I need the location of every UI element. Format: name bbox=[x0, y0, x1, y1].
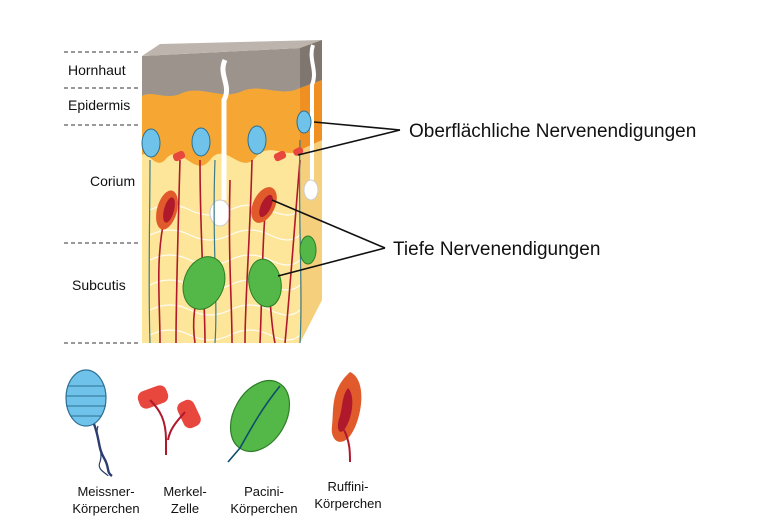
legend-merkel-line1: Merkel- bbox=[163, 484, 206, 499]
ruffini-corpuscles bbox=[156, 187, 277, 230]
callout-superficial: Oberflächliche Nervenendigungen bbox=[409, 121, 696, 142]
callout-deep: Tiefe Nervenendigungen bbox=[393, 239, 600, 260]
legend-meissner-icon bbox=[65, 369, 113, 477]
label-corium: Corium bbox=[90, 173, 135, 189]
meissner-corpuscles bbox=[141, 110, 312, 158]
legend-ruffini-line2: Körperchen bbox=[314, 496, 381, 511]
legend-pacini-line2: Körperchen bbox=[230, 501, 297, 516]
hornhaut-top bbox=[142, 40, 322, 56]
legend-merkel-line2: Zelle bbox=[171, 501, 199, 516]
legend-meissner-line2: Körperchen bbox=[72, 501, 139, 516]
corium-layer bbox=[142, 125, 300, 343]
label-subcutis: Subcutis bbox=[72, 277, 126, 293]
skin-cross-section bbox=[141, 40, 322, 344]
legend-pacini-icon bbox=[227, 380, 291, 463]
legend-labels: Meissner- Körperchen Merkel- Zelle Pacin… bbox=[72, 479, 381, 516]
hair-shaft-1 bbox=[220, 58, 230, 200]
hair-bulb-2 bbox=[303, 179, 319, 201]
label-epidermis: Epidermis bbox=[68, 97, 130, 113]
legend-pacini-line1: Pacini- bbox=[244, 484, 284, 499]
legend-merkel-icon bbox=[137, 385, 201, 455]
legend-ruffini-line1: Ruffini- bbox=[328, 479, 369, 494]
label-hornhaut: Hornhaut bbox=[68, 62, 126, 78]
legend-ruffini-icon bbox=[331, 372, 362, 463]
hair-shaft-2 bbox=[309, 44, 316, 180]
pacini-corpuscles bbox=[182, 235, 317, 310]
hair-bulb-1 bbox=[209, 199, 231, 227]
legend-meissner-line1: Meissner- bbox=[77, 484, 134, 499]
callout-lines bbox=[271, 121, 401, 277]
layer-boundaries bbox=[64, 51, 140, 344]
